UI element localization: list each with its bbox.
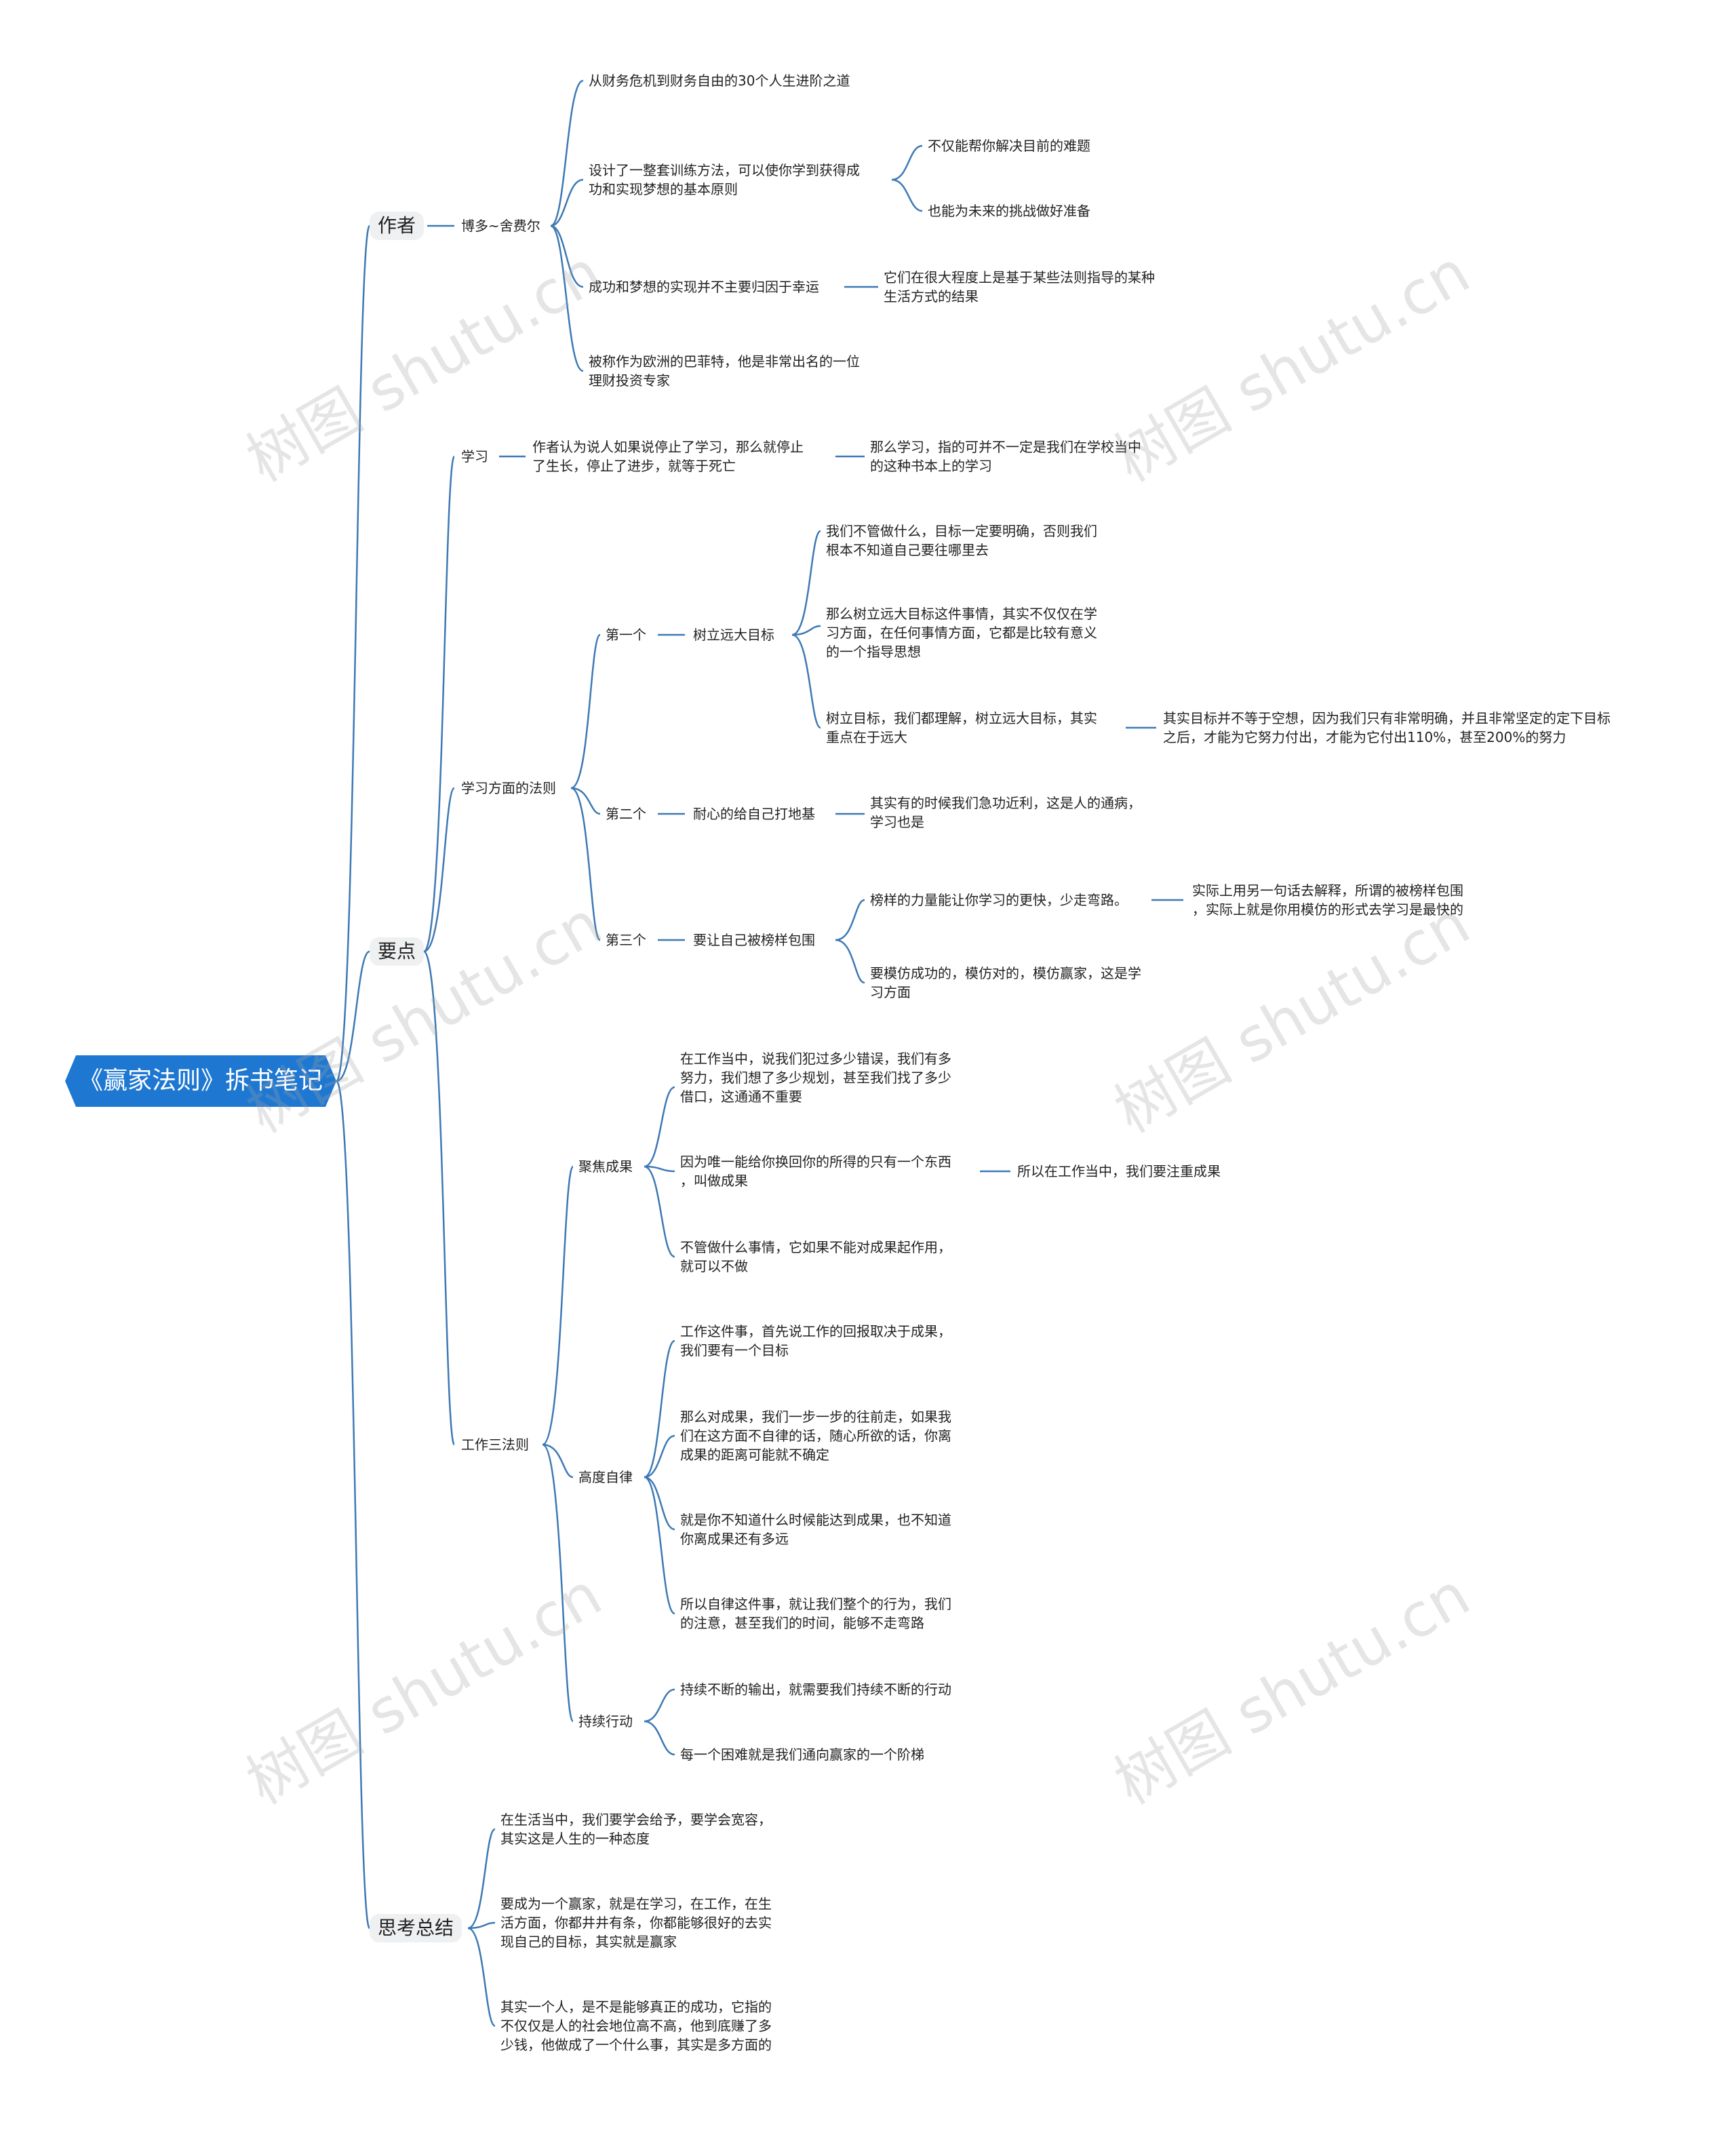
discipline-item-4[interactable]: 所以自律这件事，就让我们整个的行为，我们 的注意，甚至我们的时间，能够不走弯路	[680, 1596, 951, 1631]
learning-text[interactable]: 作者认为说人如果说停止了学习，那么就停止 了生长，停止了进步，就等于死亡	[532, 439, 804, 474]
focus-item-2[interactable]: 因为唯一能给你换回你的所得的只有一个东西 ，叫做成果	[680, 1154, 951, 1189]
rule-third-item-2[interactable]: 要模仿成功的，模仿对的，模仿赢家，这是学 习方面	[870, 965, 1141, 1000]
summary-item-1[interactable]: 在生活当中，我们要学会给予，要学会宽容， 其实这是人生的一种态度	[500, 1812, 772, 1847]
rule-first-item-2[interactable]: 那么树立远大目标这件事情，其实不仅仅在学 习方面，在任何事情方面，它都是比较有意…	[826, 606, 1097, 660]
author-item-3[interactable]: 成功和梦想的实现并不主要归因于幸运	[589, 279, 819, 295]
method-child-1[interactable]: 不仅能帮你解决目前的难题	[928, 138, 1090, 154]
discipline-label[interactable]: 高度自律	[578, 1469, 633, 1485]
discipline-item-2[interactable]: 那么对成果，我们一步一步的往前走，如果我 们在这方面不自律的话，随心所欲的话，你…	[680, 1409, 951, 1463]
summary-item-2[interactable]: 要成为一个赢家，就是在学习，在工作，在生 活方面，你都井井有条，你都能够很好的去…	[500, 1896, 772, 1950]
rule-second-label[interactable]: 第二个	[606, 806, 646, 822]
author-item-1[interactable]: 从财务危机到财务自由的30个人生进阶之道	[589, 73, 850, 89]
rule-first-item-1[interactable]: 我们不管做什么，目标一定要明确，否则我们 根本不知道自己要往哪里去	[826, 523, 1097, 558]
learning-rules-label[interactable]: 学习方面的法则	[461, 780, 556, 796]
learning-child[interactable]: 那么学习，指的可并不一定是我们在学校当中 的这种书本上的学习	[870, 439, 1141, 474]
rule-second-child[interactable]: 其实有的时候我们急功近利，这是人的通病， 学习也是	[870, 795, 1141, 830]
rule-third-item-1[interactable]: 榜样的力量能让你学习的更快，少走弯路。	[870, 892, 1128, 908]
author-item-2[interactable]: 设计了一整套训练方法，可以使你学到获得成 功和实现梦想的基本原则	[589, 162, 860, 197]
action-label[interactable]: 持续行动	[578, 1713, 633, 1729]
rule-first-item-3[interactable]: 树立目标，我们都理解，树立远大目标，其实 重点在于远大	[826, 710, 1097, 745]
focus-child[interactable]: 所以在工作当中，我们要注重成果	[1017, 1163, 1221, 1179]
author-item-4[interactable]: 被称作为欧洲的巴菲特，他是非常出名的一位 理财投资专家	[589, 353, 860, 389]
action-item-2[interactable]: 每一个困难就是我们通向赢家的一个阶梯	[680, 1746, 924, 1763]
focus-label[interactable]: 聚焦成果	[578, 1158, 633, 1175]
focus-item-1[interactable]: 在工作当中，说我们犯过多少错误，我们有多 努力，我们想了多少规划，甚至我们找了多…	[680, 1051, 951, 1105]
branch-summary[interactable]: 思考总结	[370, 1914, 462, 1942]
work-rules-label[interactable]: 工作三法则	[461, 1436, 529, 1453]
rule-third-label[interactable]: 第三个	[606, 932, 646, 948]
rule-third-topic[interactable]: 要让自己被榜样包围	[693, 932, 815, 948]
method-child-2[interactable]: 也能为未来的挑战做好准备	[928, 203, 1090, 219]
rule-first-label[interactable]: 第一个	[606, 627, 646, 643]
branch-author[interactable]: 作者	[370, 212, 425, 240]
root-topic[interactable]: 《赢家法则》拆书笔记	[65, 1055, 336, 1107]
learning-label[interactable]: 学习	[461, 448, 488, 465]
branch-key-points[interactable]: 要点	[370, 937, 425, 966]
rule-second-topic[interactable]: 耐心的给自己打地基	[693, 806, 815, 822]
focus-item-3[interactable]: 不管做什么事情，它如果不能对成果起作用， 就可以不做	[680, 1239, 951, 1274]
action-item-1[interactable]: 持续不断的输出，就需要我们持续不断的行动	[680, 1681, 951, 1698]
summary-item-3[interactable]: 其实一个人，是不是能够真正的成功，它指的 不仅仅是人的社会地位高不高，他到底赚了…	[500, 1999, 772, 2053]
discipline-item-3[interactable]: 就是你不知道什么时候能达到成果，也不知道 你离成果还有多远	[680, 1512, 951, 1547]
rule-first-topic[interactable]: 树立远大目标	[693, 627, 774, 643]
luck-child[interactable]: 它们在很大程度上是基于某些法则指导的某种 生活方式的结果	[884, 269, 1155, 305]
author-name[interactable]: 博多~舍费尔	[461, 218, 540, 234]
rule-third-child[interactable]: 实际上用另一句话去解释，所谓的被榜样包围 ，实际上就是你用模仿的形式去学习是最快…	[1192, 882, 1463, 918]
discipline-item-1[interactable]: 工作这件事，首先说工作的回报取决于成果， 我们要有一个目标	[680, 1323, 951, 1358]
rule-first-big-child[interactable]: 其实目标并不等于空想，因为我们只有非常明确，并且非常坚定的定下目标 之后，才能为…	[1163, 710, 1611, 745]
